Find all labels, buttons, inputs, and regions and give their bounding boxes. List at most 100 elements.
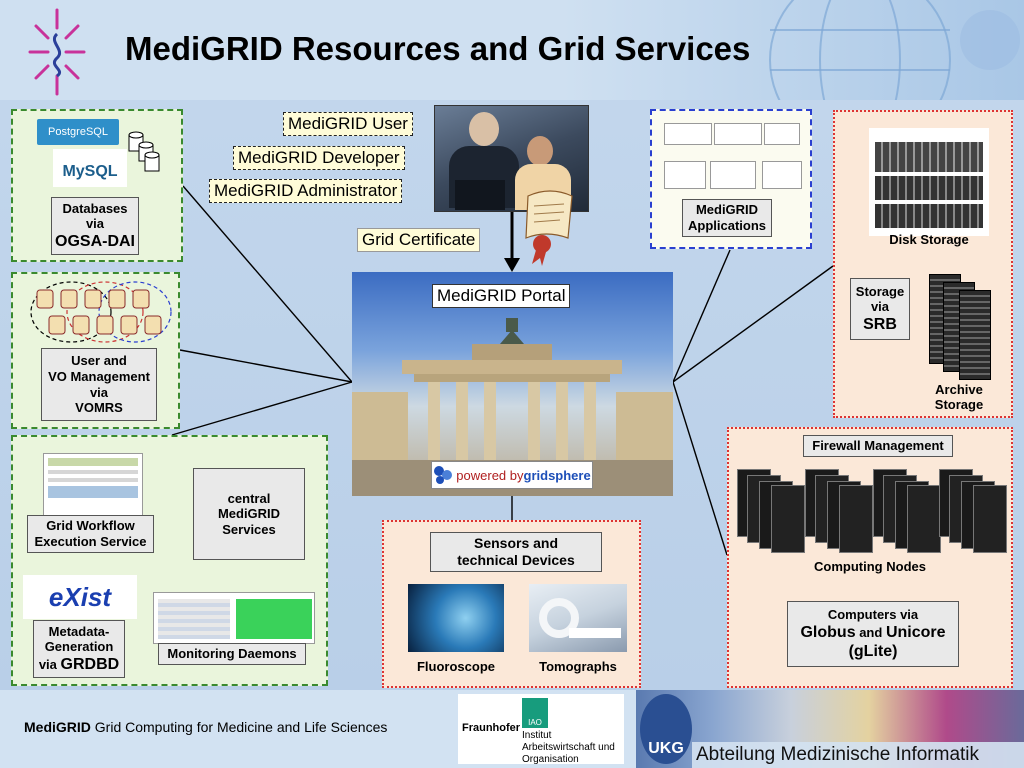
server-cluster-icon	[939, 469, 1007, 553]
institut-line: Organisation	[522, 754, 579, 765]
gridsphere-dots-icon	[434, 466, 453, 484]
glite-label: (gLite)	[848, 642, 898, 660]
server-cluster-icon	[873, 469, 941, 553]
header-band: MediGRID Resources and Grid Services	[0, 0, 1024, 100]
metadata-label: Metadata-	[48, 623, 110, 639]
gridsphere-label: gridsphere	[523, 467, 591, 483]
iao-square-icon	[522, 698, 548, 718]
portal-image: powered by gridsphere	[352, 272, 673, 496]
medigrid-portal-label: MediGRID Portal	[432, 284, 571, 308]
medigrid-logo-icon	[28, 8, 86, 96]
storage-via-label: via	[870, 299, 890, 315]
footer-brand: MediGRID	[24, 719, 91, 735]
databases-via-label: via	[85, 216, 105, 232]
grdbd-label: GRDBD	[60, 656, 120, 673]
medigrid-applications-box: MediGRID Applications	[682, 199, 772, 237]
vo-management-panel: User and VO Management via VOMRS	[11, 272, 180, 429]
disk-storage-label: Disk Storage	[889, 232, 969, 247]
storage-srb-box: Storage via SRB	[850, 278, 910, 340]
computers-via-label: Computers via	[827, 607, 919, 623]
abteilung-label: Abteilung Medizinische Informatik	[692, 742, 1024, 768]
storage-panel: Disk Storage Storage via SRB Archive Sto…	[833, 110, 1013, 418]
footer-tagline: MediGRID Grid Computing for Medicine and…	[24, 719, 387, 735]
app-screenshot	[714, 123, 762, 145]
database-icon	[128, 131, 160, 172]
app-screenshot	[762, 161, 802, 189]
powered-by-label: powered by	[456, 467, 524, 483]
sensors-devices-box: Sensors and technical Devices	[430, 532, 602, 572]
sensors-label: Sensors and	[473, 535, 559, 552]
grid-workflow-label: Grid Workflow	[46, 518, 135, 534]
footer-band: MediGRID Grid Computing for Medicine and…	[0, 690, 1024, 768]
technical-devices-label: technical Devices	[457, 552, 575, 568]
computers-middleware-box: Computers via Globus and Unicore (gLite)	[787, 601, 959, 667]
computing-nodes-label: Computing Nodes	[814, 559, 926, 574]
certificate-scroll-icon	[525, 190, 573, 266]
firewall-management-box: Firewall Management	[803, 435, 953, 457]
ukg-seal: UKG	[640, 694, 692, 764]
applications-panel: MediGRID Applications	[650, 109, 812, 249]
monitoring-screenshot	[153, 592, 315, 644]
generation-label: Generation	[44, 639, 114, 655]
globus-label: Globus	[800, 623, 856, 641]
fraunhofer-logo: IAO Fraunhofer Institut Arbeitswirtschaf…	[458, 694, 624, 766]
archive-storage-sub-label: Storage	[934, 397, 984, 412]
footer-tagline-text: Grid Computing for Medicine and Life Sci…	[90, 719, 388, 735]
applications-label: Applications	[687, 218, 766, 233]
central-services-label: Services	[222, 521, 276, 537]
databases-ogsa-dai-box: Databases via OGSA-DAI	[51, 197, 139, 255]
postgresql-logo: PostgreSQL	[37, 119, 119, 145]
app-screenshot	[764, 123, 800, 145]
app-screenshot	[664, 161, 706, 189]
unicore-label: Unicore	[885, 623, 946, 641]
tomographs-image	[529, 584, 627, 652]
vo-management-box: User and VO Management via VOMRS	[41, 348, 157, 421]
app-screenshot	[664, 123, 712, 145]
server-cluster-icon	[737, 469, 805, 553]
disk-storage-image	[869, 128, 989, 236]
app-screenshot	[710, 161, 756, 189]
archive-label: Archive	[935, 382, 983, 397]
execution-service-label: Execution Service	[34, 534, 147, 549]
workflow-screenshot	[43, 453, 143, 517]
fluoroscope-label: Fluoroscope	[416, 659, 495, 674]
ukg-banner: UKG Abteilung Medizinische Informatik	[636, 690, 1024, 768]
archive-rack	[959, 290, 991, 380]
institut-line: Arbeitswirtschaft und	[522, 742, 615, 753]
central-services-panel: Grid Workflow Execution Service central …	[11, 435, 328, 686]
medigrid-user-label: MediGRID User	[283, 112, 413, 136]
and-label: and	[855, 624, 886, 640]
vo-via-label: via	[89, 384, 109, 400]
institut-label: Institut Arbeitswirtschaft und Organisat…	[522, 730, 615, 766]
exist-logo: eXist	[23, 575, 137, 619]
iao-badge: IAO	[522, 718, 548, 728]
computing-panel: Firewall Management Computing Nodes Comp…	[727, 427, 1013, 688]
institut-line: Institut	[522, 730, 552, 741]
server-cluster-icon	[805, 469, 873, 553]
tomographs-label: Tomographs	[539, 659, 617, 674]
page-title: MediGRID Resources and Grid Services	[125, 30, 751, 67]
gridsphere-logo: powered by gridsphere	[431, 461, 593, 489]
medigrid-administrator-label: MediGRID Administrator	[209, 179, 403, 203]
ogsa-dai-label: OGSA-DAI	[55, 233, 135, 250]
applications-medigrid-label: MediGRID	[695, 202, 759, 218]
databases-label: Databases	[62, 200, 128, 216]
vomrs-label: VOMRS	[75, 400, 123, 416]
sensors-panel: Sensors and technical Devices Fluoroscop…	[382, 520, 641, 688]
mysql-logo: MySQL	[53, 149, 127, 187]
grid-certificate-label: Grid Certificate	[357, 228, 481, 252]
archive-storage-label: Archive Storage	[919, 382, 999, 412]
grid-workflow-box: Grid Workflow Execution Service	[27, 515, 154, 553]
central-services-box: central MediGRID Services	[193, 468, 305, 560]
srb-label: SRB	[863, 316, 897, 333]
certificates-icon	[30, 281, 172, 343]
fluoroscope-image	[408, 584, 504, 652]
metadata-generation-box: Metadata- Generation via GRDBD	[33, 620, 125, 678]
central-label: central	[227, 490, 271, 506]
medigrid-developer-label: MediGRID Developer	[233, 146, 405, 170]
storage-label: Storage	[855, 283, 905, 299]
databases-panel: PostgreSQL MySQL Databases via OGSA-DAI	[11, 109, 183, 262]
vo-management-label: VO Management	[48, 368, 150, 384]
metadata-via-label: via	[38, 657, 57, 672]
